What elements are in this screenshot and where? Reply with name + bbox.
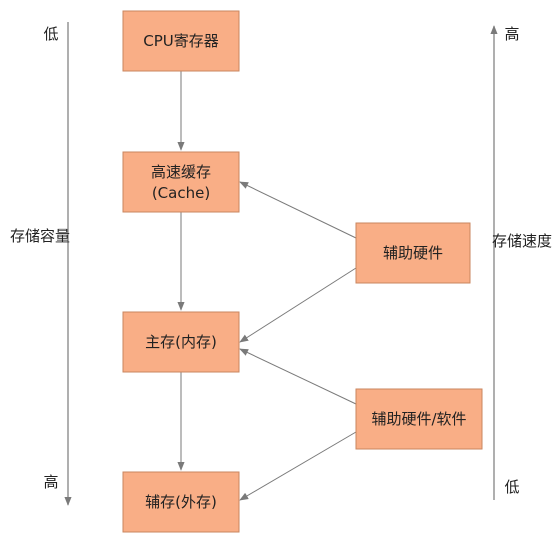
box-main-memory-label: 主存(内存) <box>145 333 217 351</box>
box-helper-hardware-label: 辅助硬件 <box>383 244 443 262</box>
capacity-axis-top-label: 低 <box>43 25 58 43</box>
box-helper-hardware-software-label: 辅助硬件/软件 <box>371 410 466 428</box>
box-cache-label-2: (Cache) <box>152 184 210 202</box>
arrow-helper-hw-sw-to-main <box>239 348 357 405</box>
capacity-axis: 低 存储容量 高 <box>10 22 72 506</box>
box-helper-hardware: 辅助硬件 <box>355 222 471 284</box>
box-cache-label-1: 高速缓存 <box>151 163 211 181</box>
box-main-memory: 主存(内存) <box>122 311 240 373</box>
box-cpu-registers: CPU寄存器 <box>122 10 240 72</box>
box-aux-memory: 辅存(外存) <box>122 471 240 533</box>
arrow-helper-hw-to-cache <box>239 181 357 239</box>
speed-axis: 高 存储速度 低 <box>490 25 552 500</box>
box-cpu-registers-label: CPU寄存器 <box>143 32 219 50</box>
speed-axis-bottom-label: 低 <box>504 478 519 496</box>
speed-axis-top-label: 高 <box>504 25 519 43</box>
arrow-helper-hw-sw-to-aux <box>239 431 357 501</box>
box-helper-hardware-software: 辅助硬件/软件 <box>355 388 483 450</box>
arrow-helper-hw-to-main <box>239 267 357 343</box>
speed-axis-label: 存储速度 <box>492 232 552 250</box>
capacity-axis-label: 存储容量 <box>10 227 70 245</box>
capacity-axis-bottom-label: 高 <box>43 473 58 491</box>
box-aux-memory-label: 辅存(外存) <box>145 493 217 511</box>
box-cache: 高速缓存 (Cache) <box>122 151 240 213</box>
